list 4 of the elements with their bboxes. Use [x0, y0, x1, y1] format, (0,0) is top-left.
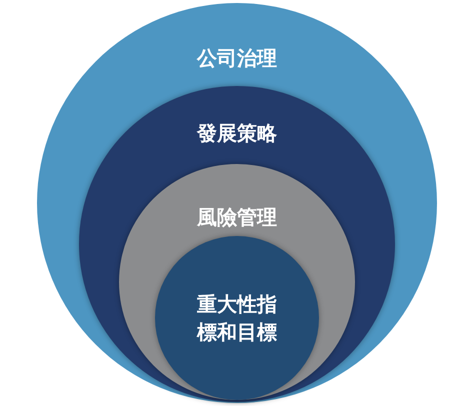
- circle-label: 公司治理: [196, 45, 278, 72]
- circle-label: 發展策略: [196, 120, 278, 147]
- circle-label: 重大性指標和目標: [196, 291, 278, 346]
- circle-label: 風險管理: [196, 204, 278, 231]
